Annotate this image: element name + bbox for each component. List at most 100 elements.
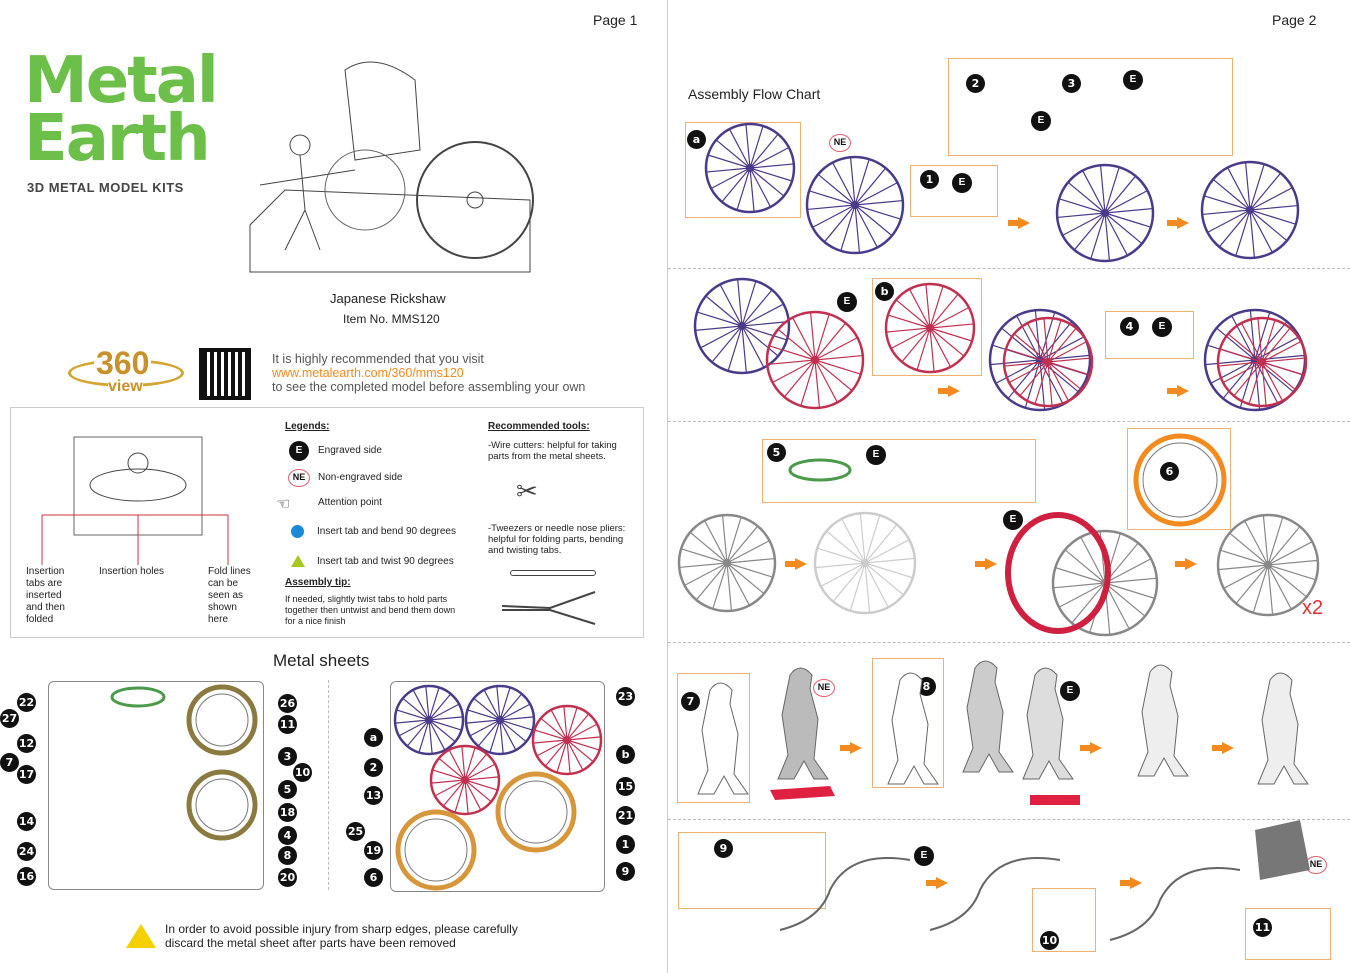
flow-arrow	[1008, 217, 1030, 229]
label-fold-lines: Fold lines can be seen as shown here	[208, 566, 251, 625]
part-number-badge: 21	[616, 806, 635, 825]
step-number-6: 6	[1160, 462, 1179, 481]
part-number-badge: 11	[278, 715, 297, 734]
part-number-badge: 4	[278, 826, 297, 845]
legend-engraved: Engraved side	[318, 445, 382, 456]
step-number-b: b	[875, 282, 894, 301]
pliers-icon	[501, 591, 596, 625]
part-number-badge: 14	[17, 812, 36, 831]
product-name: Japanese Rickshaw	[330, 291, 446, 306]
sheet-part	[110, 686, 166, 708]
assembly-tip-text: If needed, slightly twist tabs to hold p…	[285, 594, 456, 626]
step-number-1: 1	[920, 170, 939, 189]
wheel	[1200, 160, 1300, 260]
legend-bend: Insert tab and bend 90 degrees	[317, 526, 456, 537]
part-number-badge: 3	[278, 747, 297, 766]
sheet-wheel	[429, 744, 501, 816]
part-number-badge: 12	[17, 734, 36, 753]
figure-7	[697, 682, 749, 795]
non-engraved-icon: NE	[288, 469, 310, 487]
part-number-badge: 9	[616, 862, 635, 881]
step-number-9: 9	[714, 839, 733, 858]
sheet-ring	[186, 684, 258, 756]
visit-url-link[interactable]: www.metalearth.com/360/mms120	[272, 366, 464, 380]
sheet-wheel	[531, 704, 603, 776]
engraved-icon: E	[289, 441, 309, 461]
row-divider	[668, 642, 1350, 643]
flow-arrow	[1080, 742, 1102, 754]
step-number-2: 2	[966, 74, 985, 93]
step-6-box	[1127, 428, 1231, 530]
warning-line2: discard the metal sheet after parts have…	[165, 936, 456, 950]
step-a-box	[685, 122, 801, 218]
part-number-badge: 26	[278, 694, 297, 713]
wire-cutter-icon: ✂	[516, 476, 538, 506]
red-base	[1030, 795, 1080, 805]
part-number-badge: 8	[278, 846, 297, 865]
part-number-badge: 20	[278, 868, 297, 887]
tool-tweezers: -Tweezers or needle nose pliers: helpful…	[488, 523, 626, 556]
logo-line2: Earth	[24, 102, 211, 176]
view-360-word: view	[108, 378, 143, 396]
wheel	[813, 511, 917, 615]
figure-8	[887, 672, 939, 785]
legend-twist: Insert tab and twist 90 degrees	[317, 556, 454, 567]
step-b-box	[872, 278, 982, 376]
legend-non-engraved: Non-engraved side	[318, 472, 403, 483]
flow-arrow	[975, 558, 997, 570]
step-number-7: 7	[681, 692, 700, 711]
view-360-logo[interactable]: 360 view	[68, 345, 184, 399]
step-number-11: 11	[1253, 918, 1272, 937]
green-triangle-icon	[291, 555, 305, 567]
step-10-box	[1032, 888, 1096, 952]
figure	[1137, 664, 1189, 777]
quantity-x2: x2	[1302, 597, 1324, 619]
warning-icon	[126, 924, 156, 948]
step-1-box	[910, 165, 998, 217]
sheet-rim	[395, 809, 477, 891]
part-number-badge: 13	[364, 786, 383, 805]
warning-line1: In order to avoid possible injury from s…	[165, 922, 518, 936]
engraved-side-tag: E	[1123, 70, 1143, 90]
part-5	[788, 458, 852, 482]
row-divider	[668, 421, 1350, 422]
wheel	[765, 310, 865, 410]
sheet-wheel	[393, 684, 465, 756]
red-base	[770, 786, 835, 800]
part-number-badge: 17	[17, 765, 36, 784]
step-8-box	[872, 658, 944, 788]
tool-wire-cutters: -Wire cutters: helpful for taking parts …	[488, 440, 617, 462]
sheet-wheel	[464, 684, 536, 756]
warning-text: In order to avoid possible injury from s…	[165, 922, 518, 950]
step-number-3: 3	[1062, 74, 1081, 93]
engraved-side-tag: E	[1060, 681, 1080, 701]
blue-dot-icon	[291, 525, 304, 538]
tweezers-icon	[510, 570, 596, 576]
wheel	[1216, 513, 1320, 617]
wheel	[805, 155, 905, 255]
seat-part	[1109, 867, 1241, 941]
red-rim	[1005, 512, 1111, 634]
label-insertion-tabs: Insertion tabs are inserted and then fol…	[26, 566, 65, 625]
engraved-side-tag: E	[1152, 317, 1172, 337]
part-number-badge: 24	[17, 842, 36, 861]
non-engraved-side-tag: NE	[829, 134, 851, 152]
row-divider	[668, 268, 1350, 269]
sheet-ring	[186, 769, 258, 841]
metal-sheet-2	[390, 681, 605, 892]
tagline: 3D METAL MODEL KITS	[27, 180, 184, 195]
row-divider	[668, 819, 1350, 820]
sheet-divider	[328, 680, 329, 890]
figure	[1022, 667, 1074, 780]
rim-6	[1133, 433, 1227, 527]
flow-arrow	[1167, 217, 1189, 229]
metal-sheets-title: Metal sheets	[273, 651, 370, 670]
part-number-badge: 23	[616, 687, 635, 706]
assembly-tip-title: Assembly tip:	[285, 577, 351, 588]
wheel	[1216, 316, 1308, 408]
part-number-badge: b	[616, 745, 635, 764]
part-number-badge: a	[364, 728, 383, 747]
wheel	[693, 277, 791, 375]
part-number-badge: 22	[17, 693, 36, 712]
qr-code[interactable]	[199, 348, 251, 400]
